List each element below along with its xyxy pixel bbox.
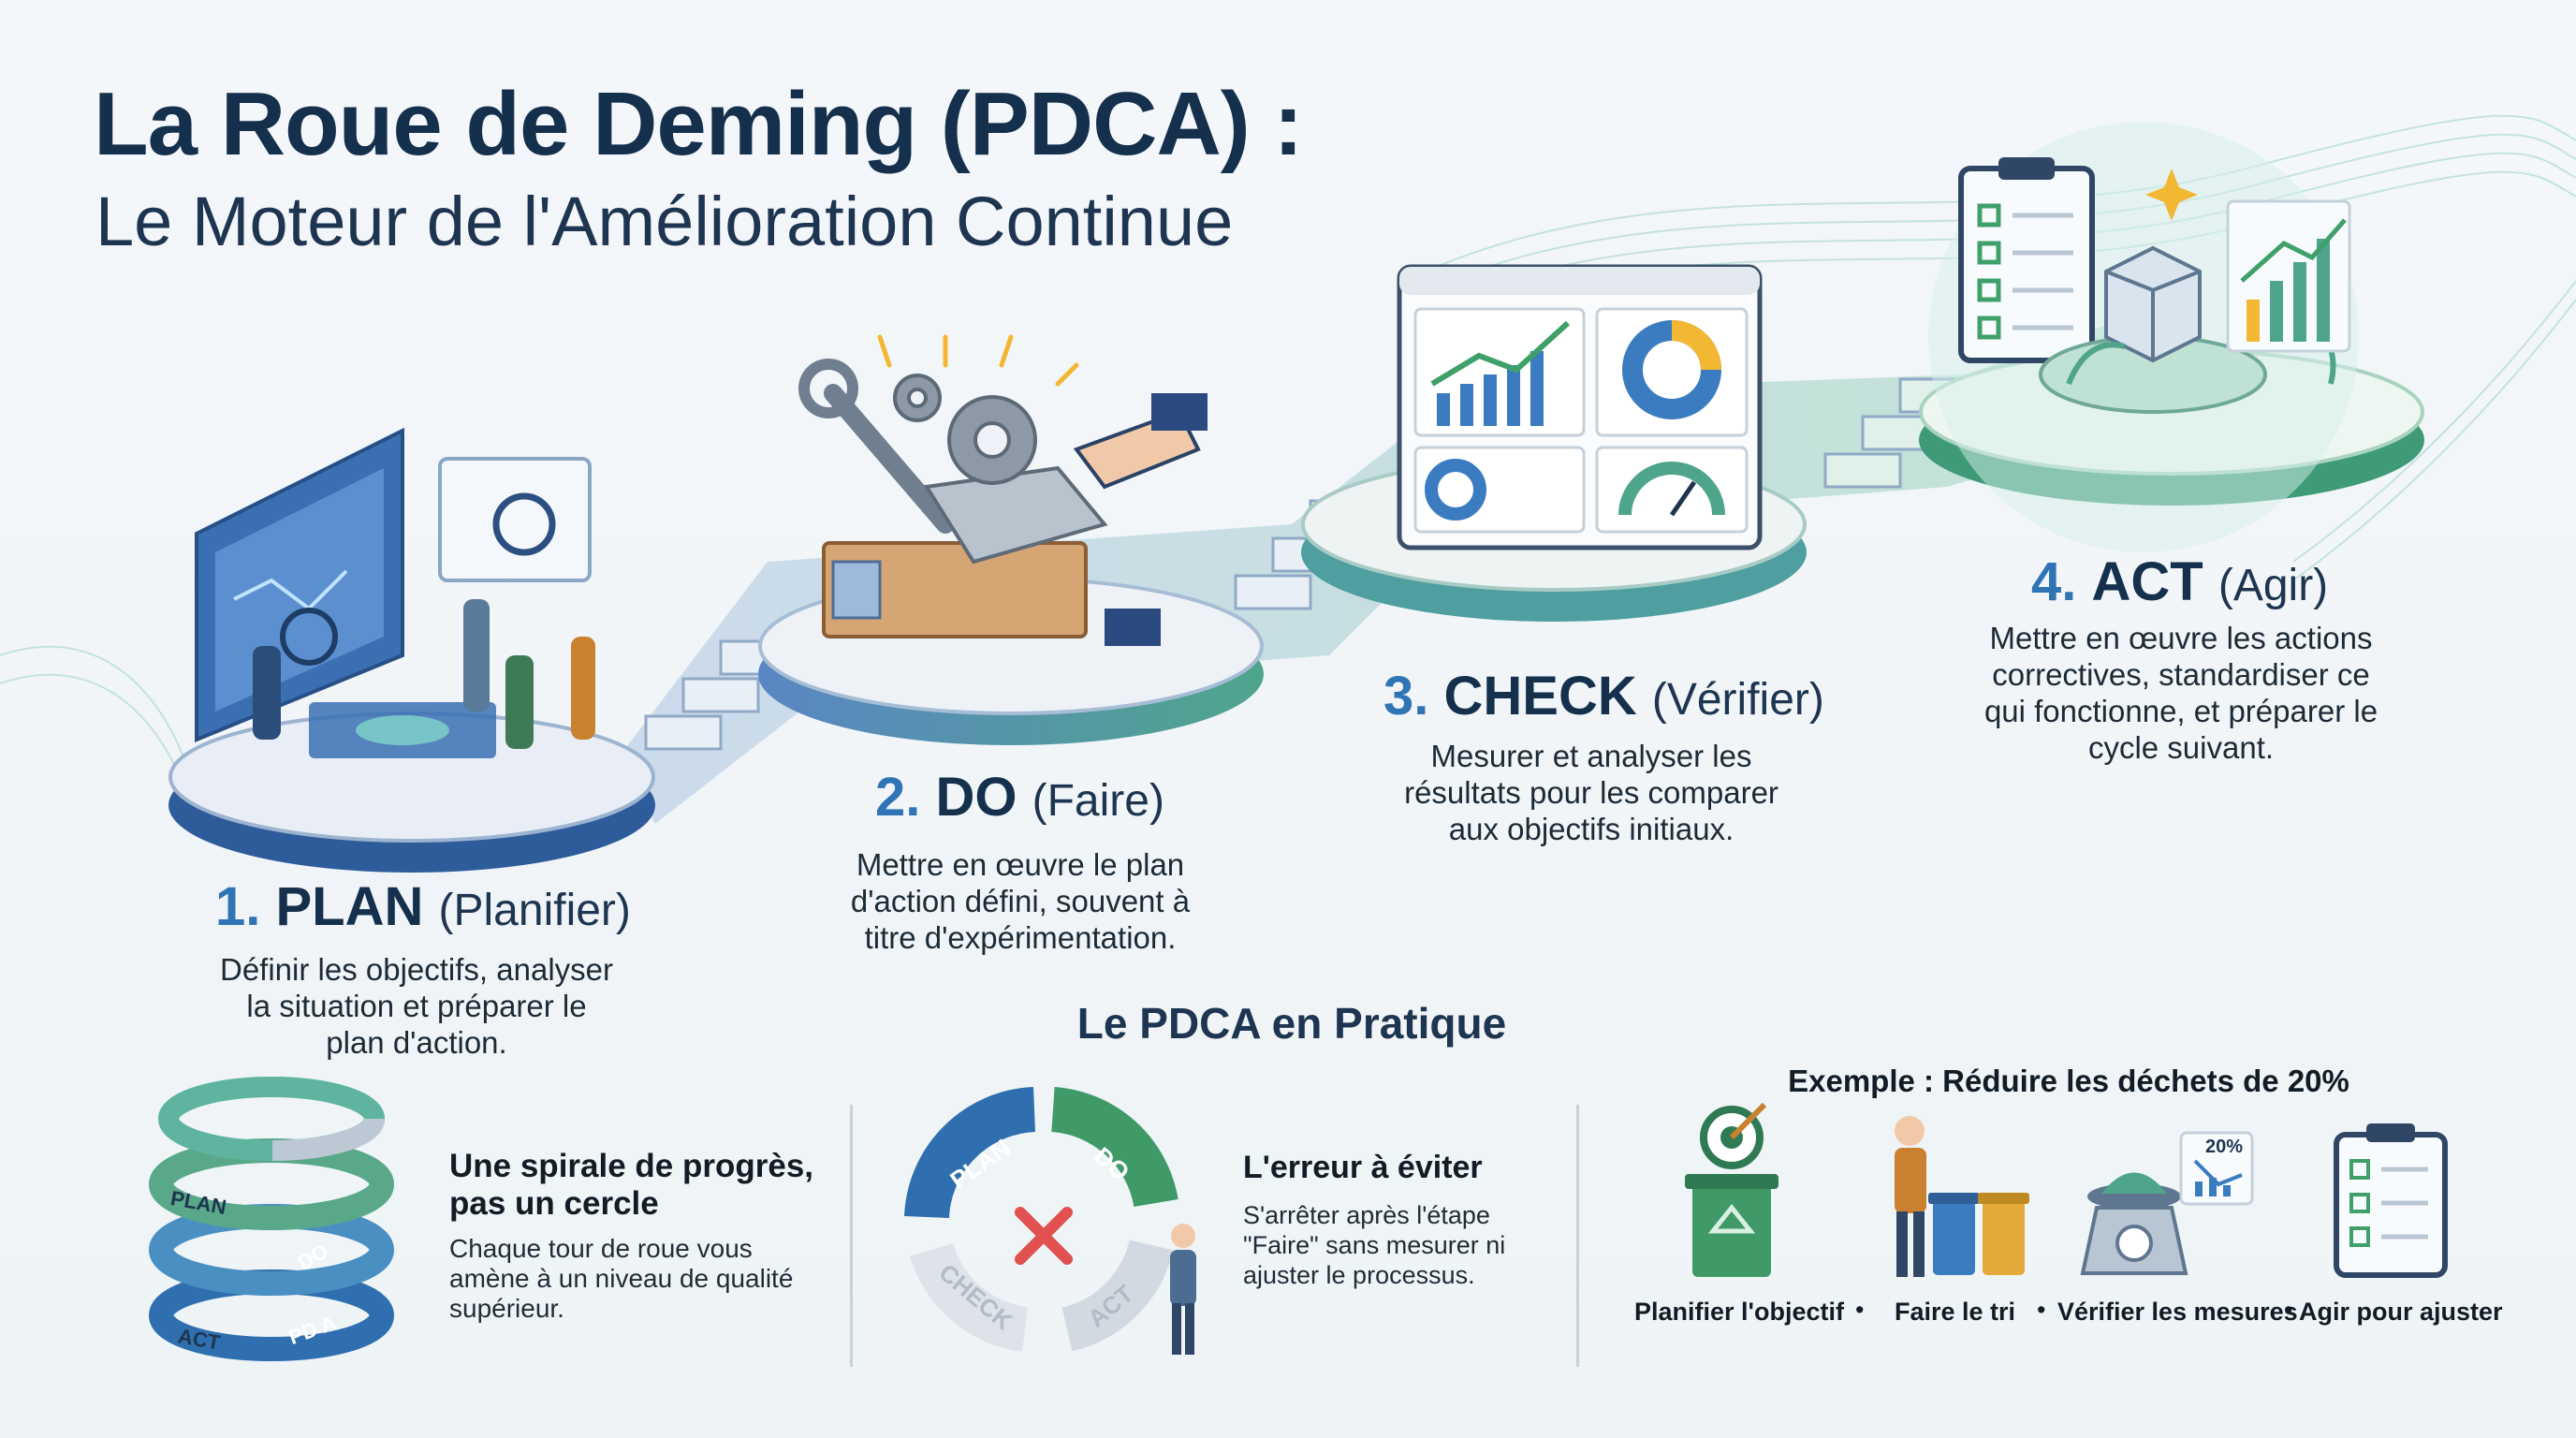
step-act-title: 4. ACT (Agir)	[2031, 551, 2329, 612]
spark-lines	[877, 334, 1079, 387]
error-title: L'erreur à éviter	[1243, 1150, 1483, 1185]
error-desc: S'arrêter après l'étape "Faire" sans mes…	[1243, 1201, 1506, 1289]
chart-badge: 20%	[2205, 1137, 2244, 1157]
gear-icon	[893, 374, 1037, 485]
spiral-title: Une spirale de progrès, pas un cercle	[449, 1148, 814, 1222]
bullet: •	[1855, 1296, 1865, 1324]
spiral-icon	[149, 1077, 394, 1361]
example-item-check: Vérifier les mesures	[2057, 1298, 2298, 1326]
broken-cycle-icon	[904, 1087, 1196, 1355]
scale-icon	[2080, 1131, 2254, 1275]
dashboard-icon	[1397, 264, 1763, 550]
bullet: •	[2037, 1296, 2046, 1324]
bullet: •	[2284, 1296, 2293, 1324]
wrench-icon	[798, 359, 1208, 646]
step-check-title: 3. CHECK (Vérifier)	[1383, 666, 1824, 726]
example-item-act: Agir pour ajuster	[2299, 1298, 2503, 1326]
step-check-desc: Mesurer et analyser les résultats pour l…	[1404, 739, 1778, 846]
page-subtitle: Le Moteur de l'Amélioration Continue	[95, 183, 1234, 260]
sorting-icon	[1895, 1116, 2029, 1277]
example-title: Exemple : Réduire les déchets de 20%	[1788, 1064, 2349, 1098]
spiral-desc: Chaque tour de roue vous amène à un nive…	[449, 1234, 794, 1323]
step-do-desc: Mettre en œuvre le plan d'action défini,…	[850, 847, 1191, 955]
target-bin-icon	[1685, 1102, 1778, 1277]
practice-section-title: Le PDCA en Pratique	[1076, 999, 1507, 1048]
step-plan-desc: Définir les objectifs, analyser la situa…	[219, 952, 613, 1060]
step-plan-title: 1. PLAN (Planifier)	[215, 876, 631, 937]
chart-icon	[2226, 199, 2351, 353]
checklist-icon	[2334, 1123, 2448, 1278]
box-icon	[2039, 169, 2336, 414]
step-do-title: 2. DO (Faire)	[875, 767, 1164, 828]
planning-board-icon	[195, 427, 595, 758]
clipboard-icon	[1958, 157, 2095, 363]
example-item-plan: Planifier l'objectif	[1634, 1298, 1844, 1326]
platform-plan	[168, 712, 655, 873]
section-divider	[850, 1105, 853, 1367]
example-item-do: Faire le tri	[1895, 1298, 2016, 1326]
page-title: La Roue de Deming (PDCA) :	[94, 74, 1303, 174]
section-divider	[1576, 1105, 1579, 1367]
step-act-desc: Mettre en œuvre les actions correctives,…	[1983, 621, 2378, 765]
